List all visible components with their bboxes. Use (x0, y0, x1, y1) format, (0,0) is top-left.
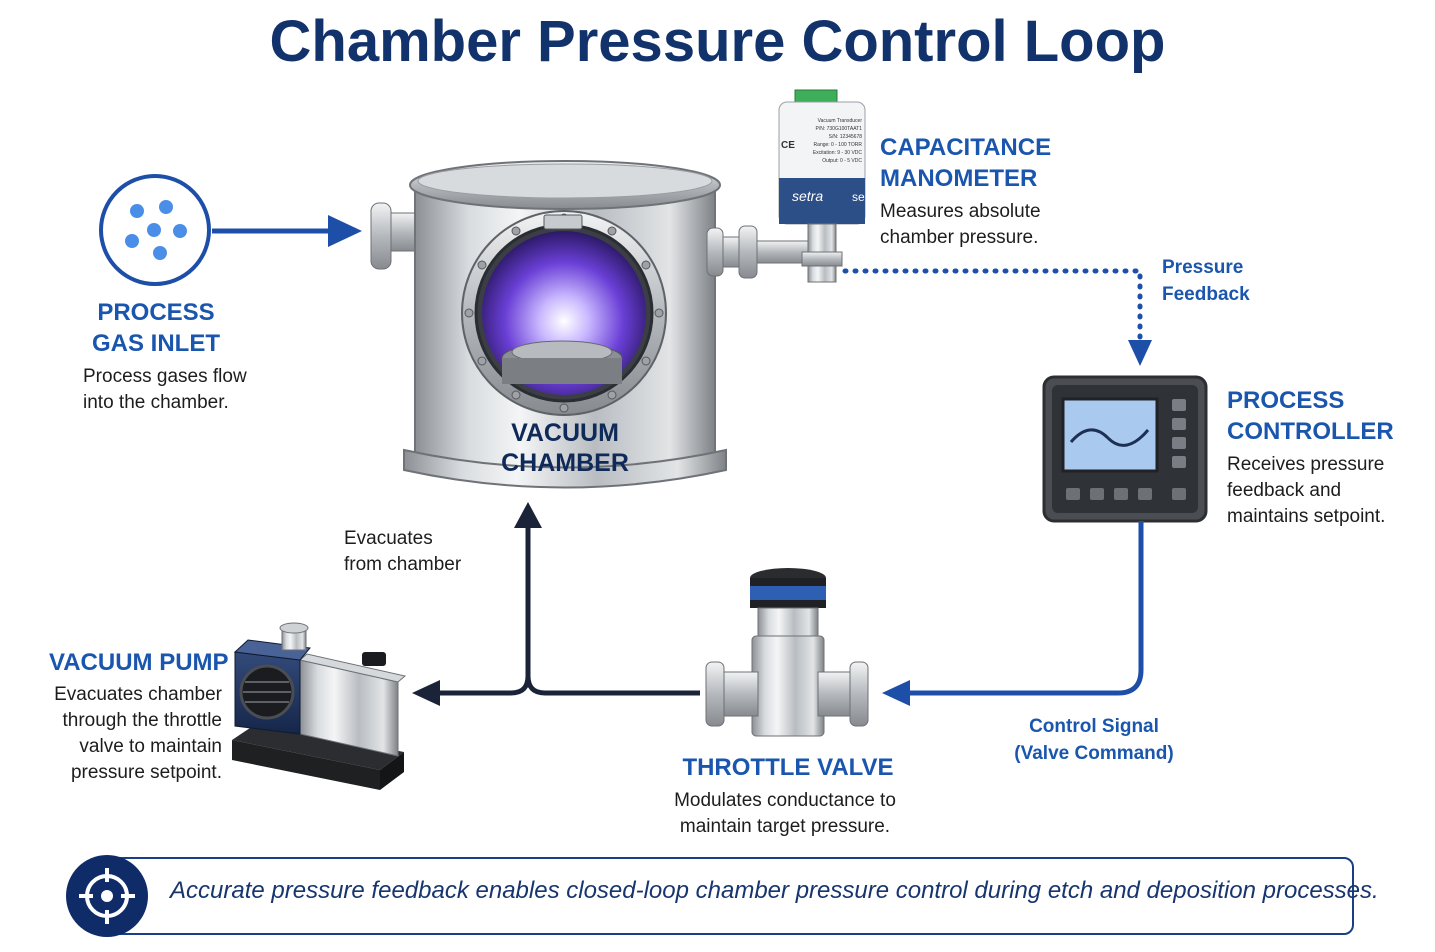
desc-line: Measures absolute (880, 201, 1041, 222)
desc-line: valve to maintain (79, 736, 222, 757)
target-icon (66, 855, 148, 937)
manometer-heading: CAPACITANCE MANOMETER (880, 132, 1100, 194)
desc-line: pressure setpoint. (70, 762, 222, 783)
banner-text: Accurate pressure feedback enables close… (170, 877, 1379, 904)
throttle-valve (705, 568, 869, 737)
controller-heading-line: CONTROLLER (1227, 418, 1394, 445)
desc-line: Modulates conductance to (674, 790, 896, 811)
summary-banner: Accurate pressure feedback enables close… (66, 855, 1379, 937)
desc-line: into the chamber. (83, 392, 229, 413)
desc-line: through the throttle (62, 710, 223, 731)
gas-inlet-heading: PROCESS GAS INLET (70, 297, 242, 359)
capacitance-manometer (778, 89, 866, 283)
evacuates-line: from chamber (344, 554, 462, 575)
feedback-label-line: Pressure (1162, 257, 1244, 278)
manometer-heading-line: MANOMETER (880, 165, 1038, 192)
evacuates-line: Evacuates (344, 528, 433, 549)
chamber-label-line: VACUUM (511, 419, 619, 447)
throttle-valve-heading: THROTTLE VALVE (682, 754, 894, 781)
banner-box (106, 857, 1354, 935)
pressure-feedback-arrow (842, 268, 1152, 366)
desc-line: Process gases flow (83, 366, 247, 387)
page-title: Chamber Pressure Control Loop (269, 9, 1166, 74)
controller-description: Receives pressure feedback and maintains… (1227, 452, 1427, 530)
controller-heading-line: PROCESS (1227, 387, 1345, 414)
pressure-feedback-label: Pressure Feedback (1162, 254, 1272, 308)
desc-line: feedback and (1227, 480, 1342, 501)
evacuates-label: Evacuates from chamber (344, 526, 504, 578)
desc-line: Receives pressure (1227, 454, 1385, 475)
vacuum-chamber (370, 160, 816, 489)
vacuum-pump-heading: VACUUM PUMP (49, 649, 229, 676)
vacuum-pump (232, 622, 407, 790)
manometer-tag: Vacuum Transducer P/N: 730G100TAAT1 S/N:… (796, 117, 862, 165)
control-signal-line: Control Signal (1029, 716, 1159, 737)
tag-line: Excitation: 9 - 30 VDC (812, 150, 862, 156)
manometer-brand-side: se (852, 190, 865, 204)
control-signal-arrow (882, 521, 1144, 706)
manometer-heading-line: CAPACITANCE (880, 134, 1052, 161)
evacuation-arrows (412, 502, 700, 706)
tag-line: Vacuum Transducer (817, 118, 862, 124)
desc-line: Evacuates chamber (54, 684, 222, 705)
ce-mark: CE (781, 140, 795, 151)
feedback-label-line: Feedback (1162, 284, 1250, 305)
vacuum-chamber-label: VACUUM CHAMBER (480, 418, 650, 478)
control-signal-line: (Valve Command) (1014, 743, 1174, 764)
controller-heading: PROCESS CONTROLLER (1227, 385, 1427, 447)
chamber-label-line: CHAMBER (501, 449, 629, 477)
process-controller (1042, 375, 1208, 523)
tag-line: S/N: 12345678 (828, 134, 862, 140)
gas-inlet-description: Process gases flow into the chamber. (83, 364, 283, 416)
gas-inlet-heading-line: PROCESS (97, 299, 215, 326)
desc-line: maintain target pressure. (679, 816, 891, 837)
control-signal-label: Control Signal (Valve Command) (1004, 713, 1184, 767)
gas-inlet-arrow (212, 215, 362, 247)
gas-inlet-heading-line: GAS INLET (91, 330, 220, 357)
desc-line: chamber pressure. (880, 227, 1039, 248)
gas-molecules-icon (99, 174, 211, 286)
vacuum-pump-description: Evacuates chamber through the throttle v… (22, 682, 222, 786)
throttle-valve-description: Modulates conductance to maintain target… (630, 788, 940, 840)
tag-line: P/N: 730G100TAAT1 (815, 126, 862, 132)
manometer-description: Measures absolute chamber pressure. (880, 199, 1100, 251)
desc-line: maintains setpoint. (1227, 506, 1386, 527)
tag-line: Output: 0 - 5 VDC (822, 158, 862, 164)
manometer-brand: setra (792, 188, 824, 204)
tag-line: Range: 0 - 100 TORR (813, 142, 862, 148)
